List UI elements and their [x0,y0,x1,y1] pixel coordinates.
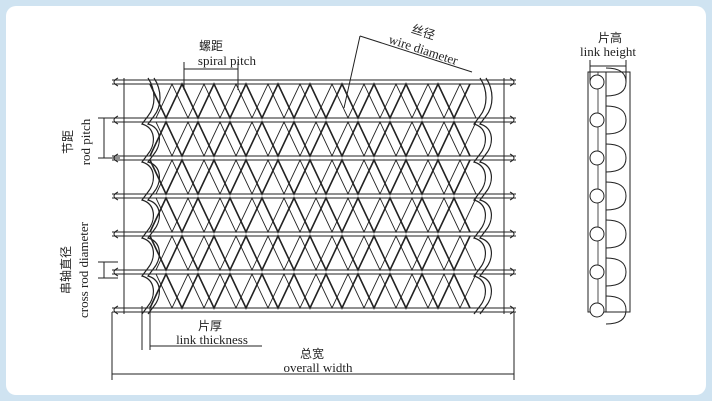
rod-end-loop [509,267,515,277]
side-link-outline [587,71,631,313]
link-thickness-cn-label: 片厚 [198,319,222,333]
side-link-curve [605,219,627,249]
side-rod-circle [589,74,605,90]
spiral-row [149,82,471,120]
side-link-curve [605,257,627,287]
rod-end-loop [113,191,119,201]
rod-end-loop [509,77,515,87]
spiral-row [149,196,471,234]
spiral-row-back [155,82,477,120]
spiral-pitch-cn-label: 螺距 [199,39,223,53]
cross-rod-diameter-en-label: cross rod diameter [76,221,91,318]
rod-end-loop [509,153,515,163]
side-rod-circle [589,302,605,318]
side-rod-circle [589,150,605,166]
rod-end-loop [113,229,119,239]
spiral-wires [149,82,477,310]
side-rod-circle [589,264,605,280]
rod-end-loop [509,115,515,125]
side-rod-circle [589,188,605,204]
link-height-cn-label: 片高 [598,30,622,45]
spiral-row [149,234,471,272]
rod-pitch-cn-label: 节距 [61,130,75,154]
spiral-row [149,272,471,310]
side-view-link [587,67,631,325]
spiral-row-back [155,272,477,310]
cross-rods [112,77,516,315]
dimension-lines [98,35,627,380]
spiral-row-back [155,196,477,234]
side-rod-circle [589,226,605,242]
rod-end-loop [509,191,515,201]
rod-end-loop [113,305,119,315]
spiral-row-back [155,158,477,196]
spiral-row-back [155,120,477,158]
spiral-row [149,158,471,196]
link-height-en-label: link height [580,44,636,59]
link-thickness-en-label: link thickness [176,332,248,347]
rod-end-loop [509,305,515,315]
side-link-curve [605,143,627,173]
rod-end-loop [113,115,119,125]
side-link-curve [605,105,627,135]
side-link-curve [605,295,627,325]
side-rod-circle [589,112,605,128]
right-link-edge [472,77,487,315]
rod-end-loop [113,77,119,87]
right-link-edge-inner [478,77,493,315]
spiral-pitch-en-label: spiral pitch [198,53,257,68]
edge-links [123,77,505,315]
spiral-row [149,120,471,158]
overall-width-cn-label: 总宽 [300,346,324,361]
left-link-edge-inner [146,77,161,315]
rod-end-loop [113,267,119,277]
cross-rod-diameter-cn-label: 串轴直径 [58,246,73,294]
overall-width-en-label: overall width [284,360,353,375]
wire-diameter-leader [359,35,473,73]
rod-end-loop [509,229,515,239]
spiral-row-back [155,234,477,272]
side-link-curve [605,181,627,211]
left-link-edge [140,77,155,315]
rod-pitch-en-label: rod pitch [78,118,93,165]
